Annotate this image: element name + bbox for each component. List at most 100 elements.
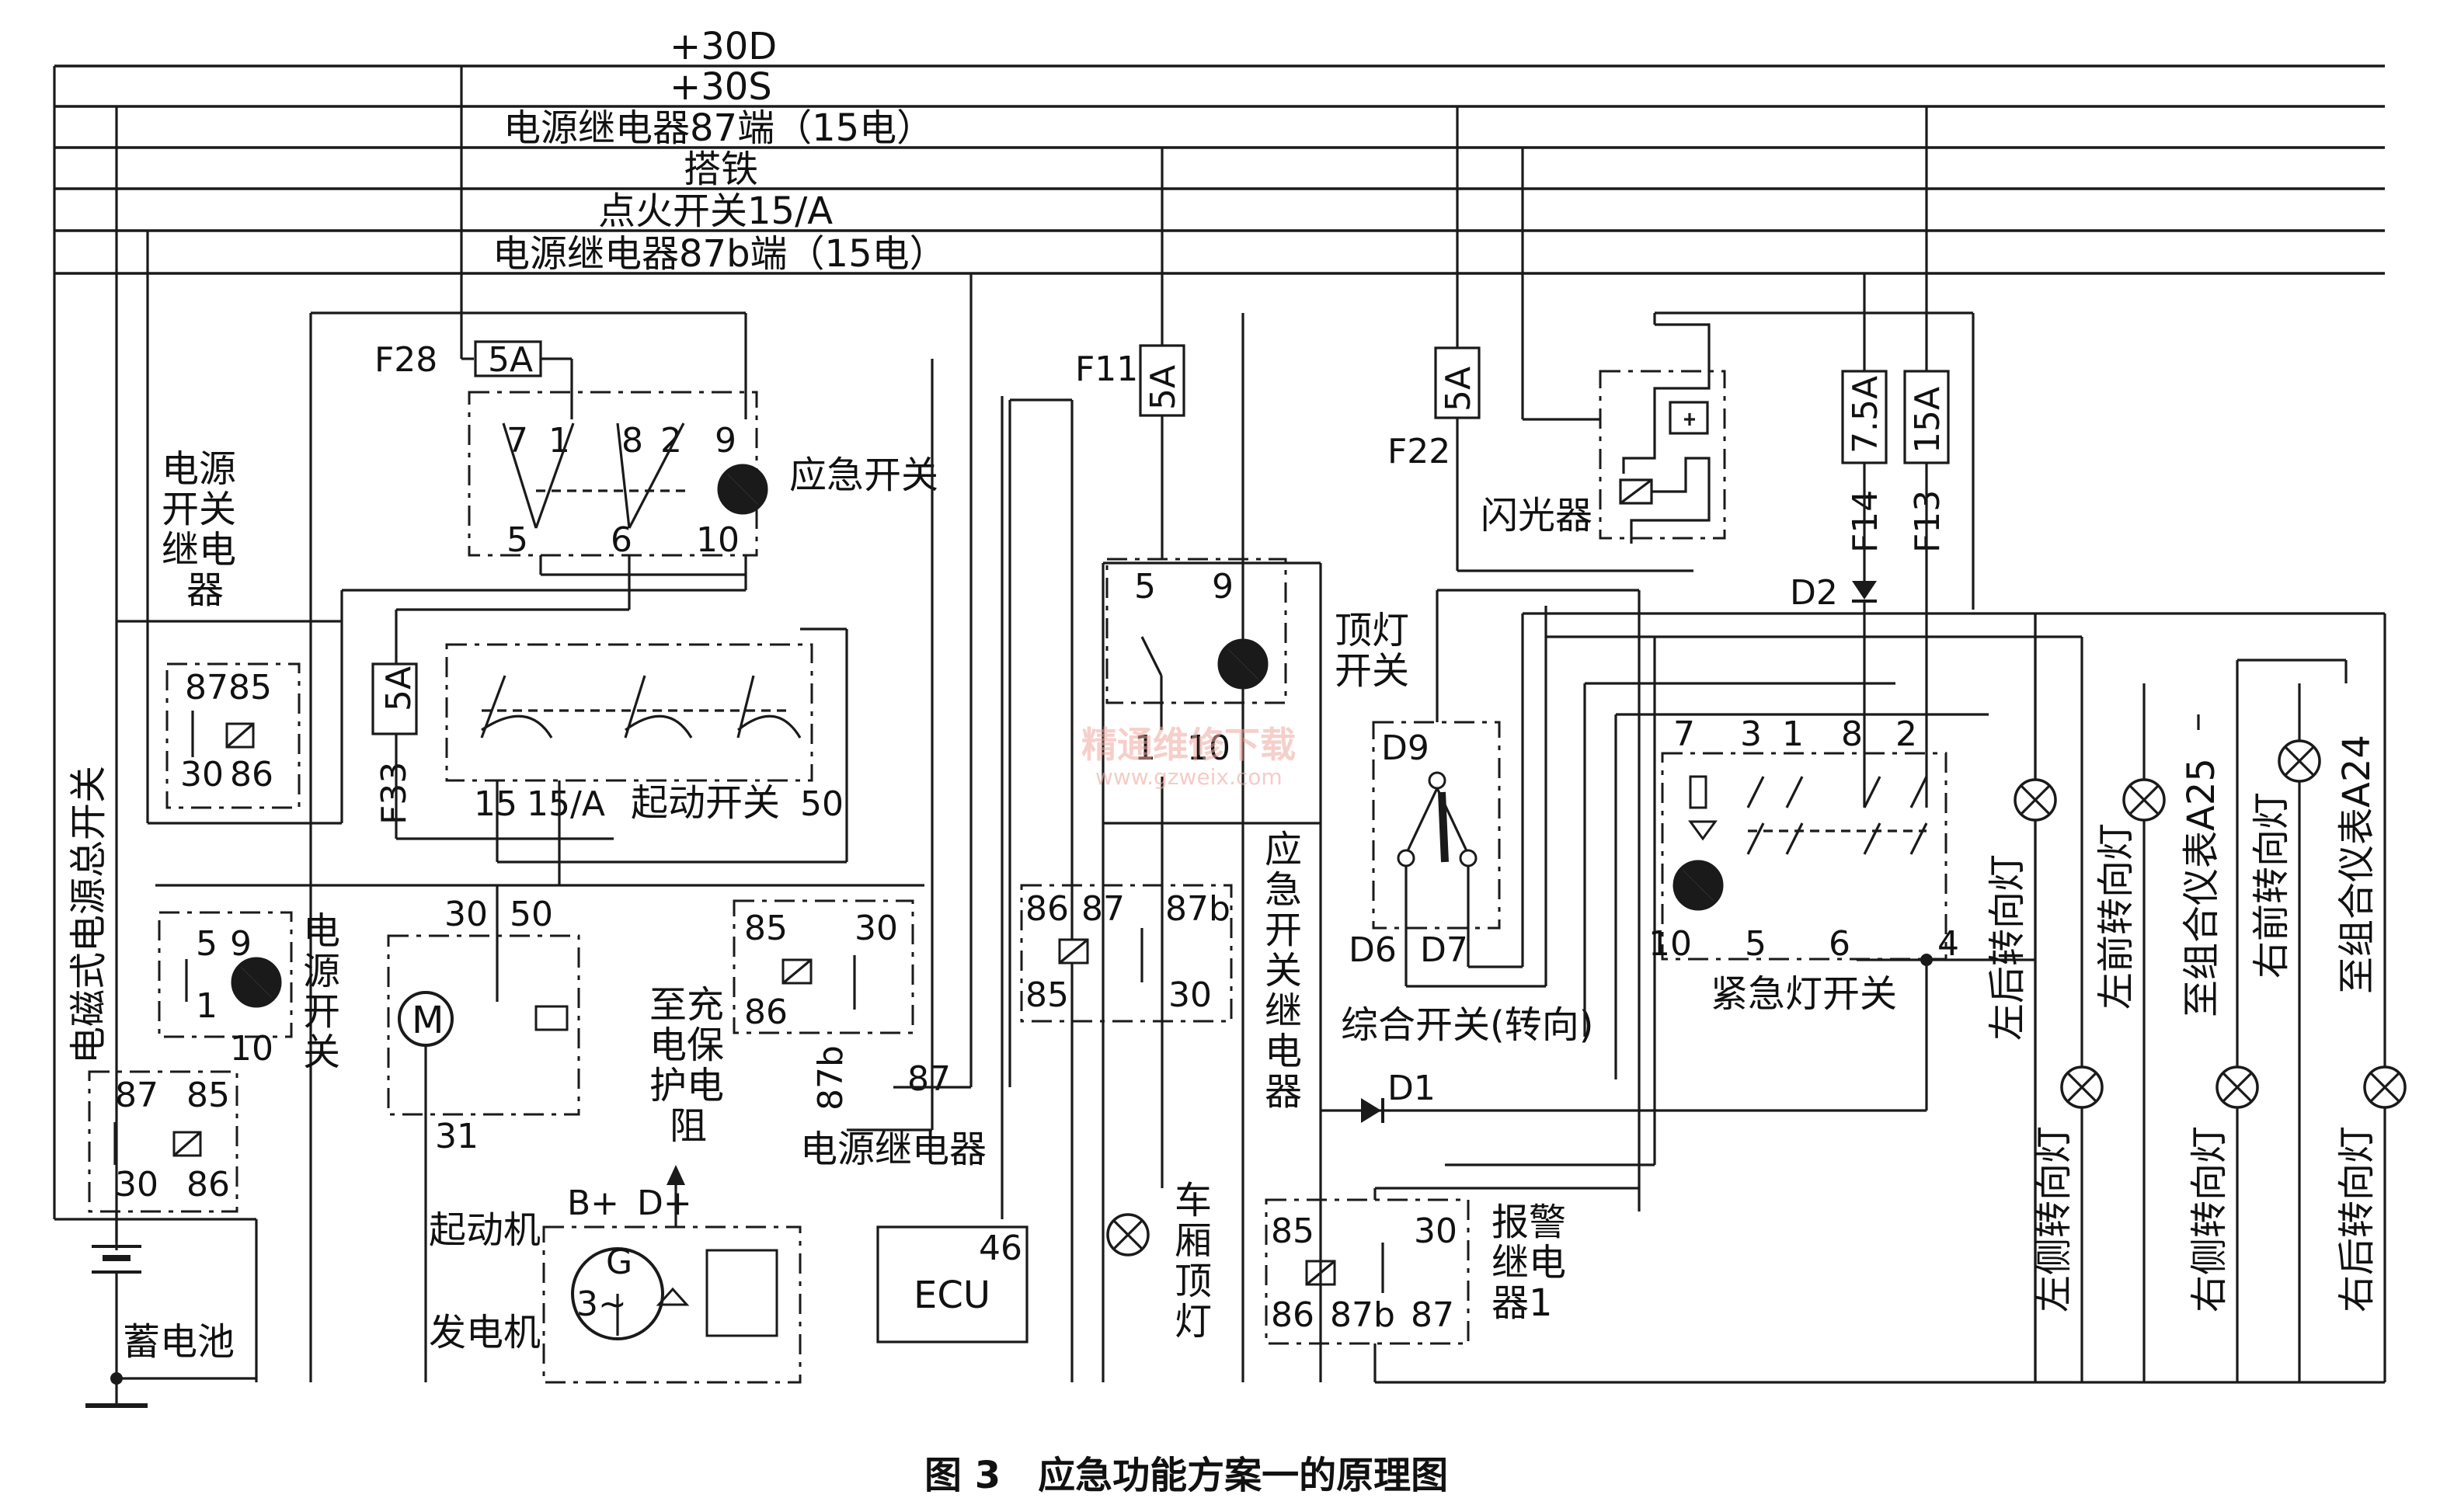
psr-label-3: 继电 (162, 528, 236, 572)
r87-pin-87: 87 (1081, 889, 1125, 929)
emergency-switch: 5A F28 7 1 8 2 9 5 6 10 应急开关 (309, 66, 938, 1382)
alt-pin-d: D+ (637, 1184, 692, 1223)
alarm-relay-label-1: 报警 (1491, 1201, 1566, 1244)
es-pin-10: 10 (696, 520, 740, 560)
psr-pin-87: 87 (185, 668, 228, 707)
er-label-4: 关 (1265, 949, 1302, 992)
bus-label-ground: 搭铁 (684, 148, 758, 191)
turn-lamps: 左后转向灯 左前转向灯 至组合仪表A25 右前转向灯 至组合仪表A24 左侧转向… (1986, 613, 2407, 1382)
power-relay: 85 30 86 87b 87 电源继电器 (733, 273, 987, 1171)
ignition-switch-label: 起动开关 (631, 781, 780, 825)
ar-pin-86: 86 (1271, 1295, 1314, 1335)
fuses-f14-f13: 7.5A F14 D2 15A F13 (1790, 106, 1950, 808)
hs-pin-3: 3 (1740, 714, 1762, 754)
ps-label-3: 开 (303, 990, 340, 1034)
starter-motor-icon: M (412, 999, 444, 1042)
fuse-f14-rating: 7.5A (1846, 376, 1885, 454)
flasher-label: 闪光器 (1481, 494, 1592, 537)
ps-pin-10: 10 (230, 1029, 273, 1069)
alt-pin-b: B+ (567, 1184, 619, 1223)
hs-pin-2: 2 (1895, 714, 1917, 754)
alarm-relay-label-3: 器1 (1491, 1281, 1553, 1325)
watermark-text: 精通维修下载 (1081, 724, 1296, 766)
ms-pin-87: 87 (115, 1076, 158, 1115)
starter: 30 50 31 M 起动机 (387, 885, 580, 1382)
combo-switch: 5A F22 D9 D6 D7 综合开关(转向) (1341, 106, 2385, 1211)
diode-d1-label: D1 (1387, 1069, 1436, 1108)
pr-pin-87b: 87b (811, 1045, 851, 1111)
ds-pin-10: 10 (1187, 728, 1230, 768)
bus-label-relay87: 电源继电器87端（15电） (503, 106, 934, 150)
fuse-f33-label: F33 (374, 762, 414, 825)
fuse-f33-rating: 5A (379, 666, 419, 711)
ds-pin-9: 9 (1212, 567, 1234, 607)
er-label-6: 电 (1265, 1030, 1302, 1073)
power-relay-label: 电源继电器 (800, 1128, 987, 1171)
bus-label-ign15a: 点火开关15/A (598, 189, 833, 233)
hs-pin-7: 7 (1673, 714, 1695, 754)
er-label-1: 应 (1265, 828, 1302, 871)
emergency-relay: 应 急 开 关 继 电 器 (1265, 828, 1302, 1114)
psr-label-1: 电源 (162, 447, 236, 491)
fuse-f28-label: F28 (374, 340, 437, 380)
lamp-a24-label: 至组合仪表A24 (2335, 735, 2379, 994)
diode-d1: D1 (1321, 963, 1928, 1123)
fuse-f33 (371, 662, 418, 735)
hs-pin-5: 5 (1745, 924, 1766, 964)
cs-pin-d6: D6 (1349, 930, 1397, 970)
cargo-lamp-label-1: 车 (1175, 1179, 1212, 1222)
ds-pin-5: 5 (1134, 567, 1156, 607)
es-pin-8: 8 (621, 421, 643, 461)
cargo-lamp-label-3: 顶 (1175, 1260, 1212, 1303)
power-switch-relay: 87 85 30 86 电源 开关 继电 器 (162, 447, 301, 809)
es-pin-2: 2 (660, 421, 682, 461)
bus-label-relay87b: 电源继电器87b端（15电） (493, 232, 947, 276)
cs-pin-d7: D7 (1420, 930, 1468, 970)
lamp-left-side-label: 左侧转向灯 (2032, 1126, 2076, 1312)
starter-pin-30: 30 (444, 895, 488, 934)
diode-d2-label: D2 (1790, 573, 1838, 613)
es-pin-9: 9 (715, 421, 736, 461)
lamp-right-front-label: 右前转向灯 (2250, 792, 2293, 978)
ds-pin-1: 1 (1134, 728, 1156, 768)
alternator-gen-icon: G (606, 1243, 632, 1282)
hazard-switch-label: 紧急灯开关 (1711, 972, 1897, 1016)
emergency-switch-label: 应急开关 (789, 454, 938, 497)
ms-pin-30: 30 (115, 1165, 158, 1204)
lamp-right-side-label: 右侧转向灯 (2188, 1126, 2231, 1312)
ps-pin-1: 1 (196, 986, 218, 1026)
pr-pin-85: 85 (744, 909, 788, 948)
alternator: B+ D+ G 3~ 发电机 至充 电保 护电 阻 (429, 983, 802, 1384)
ms-pin-85: 85 (186, 1076, 230, 1115)
ignition-switch: 5A F33 15 15/A 起动开关 50 (155, 627, 924, 887)
hs-pin-4: 4 (1937, 924, 1959, 964)
r87-pin-85: 85 (1025, 975, 1069, 1015)
alternator-phase: 3~ (576, 1284, 627, 1324)
hazard-switch: 7 3 1 8 2 10 5 6 4 紧急灯开关 (1648, 613, 2037, 1382)
pr-pin-87: 87 (907, 1059, 951, 1099)
lamp-left-rear-label: 左后转向灯 (1986, 854, 2029, 1041)
hs-pin-1: 1 (1782, 714, 1804, 754)
starter-pin-31: 31 (435, 1117, 479, 1156)
lamp-a25-label: 至组合仪表A25 (2180, 758, 2223, 1017)
r87-pin-86: 86 (1025, 889, 1069, 929)
psr-label-2: 开关 (162, 488, 236, 531)
charge-label-4: 阻 (670, 1104, 707, 1148)
charge-label-2: 电保 (649, 1024, 724, 1067)
master-switch-label: 电磁式电源总开关 (67, 766, 110, 1064)
r87-pin-87b: 87b (1165, 889, 1230, 929)
psr-pin-85: 85 (228, 668, 272, 707)
combo-switch-label: 综合开关(转向) (1341, 1003, 1593, 1047)
bus-lines (54, 64, 2385, 275)
hs-pin-10: 10 (1648, 924, 1692, 964)
pr-pin-86: 86 (744, 992, 788, 1032)
charge-label-1: 至充 (649, 983, 724, 1027)
battery: 蓄电池 (85, 1211, 256, 1408)
figure-caption: 图 3 应急功能方案一的原理图 (924, 1454, 1448, 1497)
hs-pin-8: 8 (1841, 714, 1863, 754)
watermark-url: www.gzweix.com (1095, 764, 1283, 790)
bus-label-30d: +30D (670, 25, 777, 68)
psr-label-4: 器 (186, 568, 224, 612)
fuse-f22-rating: 5A (1439, 367, 1478, 412)
r87-pin-30: 30 (1168, 975, 1212, 1015)
